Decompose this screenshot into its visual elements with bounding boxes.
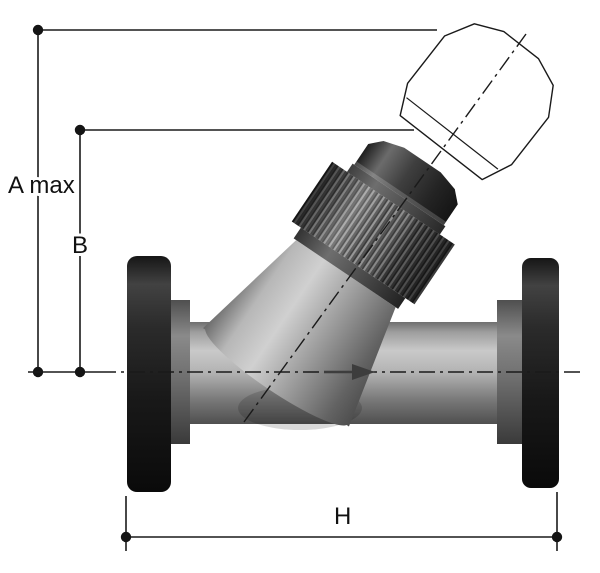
dim-label-a-max: A max <box>8 172 75 199</box>
valve-illustration <box>80 23 580 492</box>
dimension-dot <box>551 531 563 543</box>
dimension-dot <box>32 24 44 36</box>
cap-step <box>346 163 446 235</box>
centerline-diagonal <box>243 33 527 423</box>
phantom-cap-rim-line <box>406 97 499 170</box>
dimension-h <box>120 492 563 551</box>
dimension-dot <box>74 366 86 378</box>
union-nut-shading <box>291 161 455 305</box>
phantom-cap-outline <box>399 23 554 181</box>
dim-label-b: B <box>72 232 88 259</box>
flow-arrow-icon <box>324 364 375 380</box>
branch-cone <box>203 240 396 427</box>
branch-assembly <box>203 140 458 427</box>
dimension-dot <box>120 531 132 543</box>
dim-label-h: H <box>334 503 351 530</box>
branch-ledge <box>293 227 406 309</box>
phantom-cap-silhouette <box>399 23 554 181</box>
left-flange <box>127 256 171 492</box>
end-cap-highlight <box>354 161 447 226</box>
dimension-b <box>28 124 100 378</box>
end-cap <box>354 140 458 226</box>
right-flange <box>522 258 559 488</box>
dimension-dot <box>74 124 86 136</box>
